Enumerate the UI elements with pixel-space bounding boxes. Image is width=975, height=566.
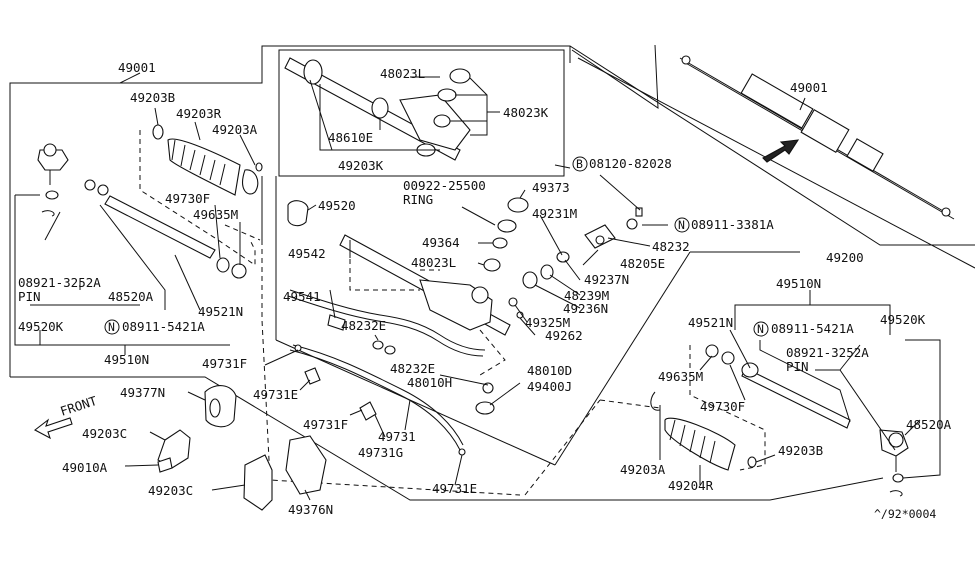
label-49377N: 49377N xyxy=(120,385,165,400)
label-49520: 49520 xyxy=(318,198,356,213)
inset-rack-housing xyxy=(284,57,500,161)
label-49001-right: 49001 xyxy=(790,80,828,95)
label-49200: 49200 xyxy=(826,250,864,265)
stabilizer-group xyxy=(157,344,466,511)
label-48010H: 48010H xyxy=(407,375,452,390)
label-49231M: 49231M xyxy=(532,206,577,221)
label-49203K: 49203K xyxy=(338,158,384,173)
label-49203B-left: 49203B xyxy=(130,90,175,105)
label-49204R: 49204R xyxy=(668,478,714,493)
label-49635M-right: 49635M xyxy=(658,369,703,384)
label-49203A-left: 49203A xyxy=(212,122,258,137)
label-49731G: 49731G xyxy=(358,445,403,460)
label-00922-25500: 00922-25500 xyxy=(403,178,486,193)
label-49635M-left: 49635M xyxy=(193,207,238,222)
label-49542: 49542 xyxy=(288,246,326,261)
label-49237N: 49237N xyxy=(584,272,629,287)
label-48010D: 48010D xyxy=(527,363,572,378)
n-symbol-right-text: N xyxy=(757,322,764,336)
label-49730F-right: 49730F xyxy=(700,399,745,414)
label-08921-left: 08921-3252A xyxy=(18,275,101,290)
label-49731F-b: 49731F xyxy=(303,417,348,432)
label-49203R: 49203R xyxy=(176,106,222,121)
label-49520K-left: 49520K xyxy=(18,319,64,334)
label-49400J: 49400J xyxy=(527,379,572,394)
n-symbol-left-text: N xyxy=(108,320,115,334)
diagram-code: ^/92*0004 xyxy=(874,507,936,521)
label-49376N: 49376N xyxy=(288,502,333,517)
label-08911-3381A: 08911-3381A xyxy=(691,217,774,232)
leader-lines xyxy=(14,72,941,501)
label-48023K: 48023K xyxy=(503,105,549,120)
label-48232: 48232 xyxy=(652,239,690,254)
label-48205E: 48205E xyxy=(620,256,665,271)
label-49203A-right: 49203A xyxy=(620,462,666,477)
left-boot-group xyxy=(37,124,263,279)
part-labels: 49001 49203B 49203R 49203A 49730F 49635M… xyxy=(18,60,952,521)
label-48520A-left: 48520A xyxy=(108,289,154,304)
label-49373: 49373 xyxy=(532,180,570,195)
label-48610E: 48610E xyxy=(328,130,373,145)
label-49541: 49541 xyxy=(283,289,321,304)
label-48232E-b: 48232E xyxy=(390,361,435,376)
n-symbol-center xyxy=(674,217,690,233)
right-boot-group xyxy=(524,344,909,497)
steering-rack-assembly-illustration xyxy=(679,55,955,220)
label-49521N-left: 49521N xyxy=(198,304,243,319)
n-symbol-left xyxy=(104,319,120,335)
label-49510N-left: 49510N xyxy=(104,352,149,367)
front-arrow-icon xyxy=(33,417,73,440)
label-48023L-inset: 48023L xyxy=(380,66,425,81)
label-48232E-a: 48232E xyxy=(341,318,386,333)
label-49510N-right: 49510N xyxy=(776,276,821,291)
label-49730F-left: 49730F xyxy=(165,191,210,206)
center-rack-group xyxy=(287,197,643,415)
label-08911-5421A-right: 08911-5421A xyxy=(771,321,854,336)
circled-symbols: N B N N xyxy=(104,156,769,337)
label-49001-left: 49001 xyxy=(118,60,156,75)
b-symbol xyxy=(572,156,588,172)
n-symbol-center-text: N xyxy=(678,218,685,232)
label-08911-5421A-left: 08911-5421A xyxy=(122,319,205,334)
n-symbol-right xyxy=(753,321,769,337)
label-49236N: 49236N xyxy=(563,301,608,316)
label-49203C-b: 49203C xyxy=(148,483,193,498)
label-49521N-right: 49521N xyxy=(688,315,733,330)
label-48239M: 48239M xyxy=(564,288,609,303)
label-49262: 49262 xyxy=(545,328,583,343)
label-49731F-a: 49731F xyxy=(202,356,247,371)
label-49731E-a: 49731E xyxy=(253,387,298,402)
frame-lines xyxy=(9,44,975,501)
label-ring: RING xyxy=(403,192,433,207)
label-49364: 49364 xyxy=(422,235,460,250)
label-pin-right: PIN xyxy=(786,359,809,374)
front-label: FRONT xyxy=(58,393,99,419)
label-49010A: 49010A xyxy=(62,460,108,475)
direction-arrow-icon xyxy=(762,139,800,163)
label-49325M: 49325M xyxy=(525,315,570,330)
label-49731: 49731 xyxy=(378,429,416,444)
label-49203B-right: 49203B xyxy=(778,443,823,458)
label-49520K-right: 49520K xyxy=(880,312,926,327)
label-08120-82028: 08120-82028 xyxy=(589,156,672,171)
b-symbol-text: B xyxy=(576,157,583,171)
label-49203C-a: 49203C xyxy=(82,426,127,441)
label-49731E-b: 49731E xyxy=(432,481,477,496)
label-48023L-mid: 48023L xyxy=(411,255,456,270)
label-08921-right: 08921-3252A xyxy=(786,345,869,360)
label-pin-left: PIN xyxy=(18,289,41,304)
label-48520A-right: 48520A xyxy=(906,417,952,432)
